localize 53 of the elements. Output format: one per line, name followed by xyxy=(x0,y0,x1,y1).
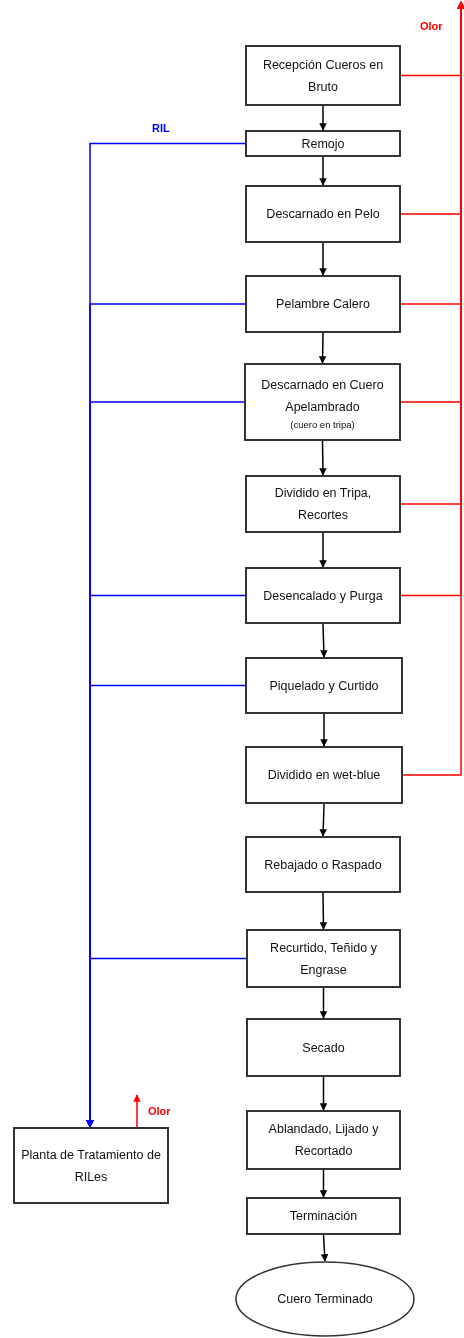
step-note: (cuero en tripa) xyxy=(290,417,355,431)
step-label: Recepción Cueros en Bruto xyxy=(261,56,385,96)
arrow xyxy=(319,440,327,476)
step-label: Pelambre Calero xyxy=(276,296,370,313)
process-box xyxy=(245,45,401,106)
terminal-ellipse xyxy=(235,1261,415,1337)
process-box xyxy=(245,746,403,804)
arrow xyxy=(320,623,328,658)
process-box xyxy=(245,130,401,157)
edge-label: RIL xyxy=(150,122,172,135)
step-label: Piquelado y Curtido xyxy=(269,677,379,695)
arrow xyxy=(319,987,328,1019)
process-box xyxy=(245,836,401,893)
step-label: Ablandado, Lijado y Recortado xyxy=(267,1121,380,1160)
process-box xyxy=(245,567,401,624)
process-box xyxy=(245,475,401,533)
process-box xyxy=(246,929,401,988)
arrow xyxy=(320,713,328,747)
arrow xyxy=(133,1094,141,1128)
edge-label: Olor xyxy=(418,20,445,33)
step-label: Desencalado y Purga xyxy=(263,587,383,605)
arrow xyxy=(319,1169,328,1198)
arrow xyxy=(319,105,327,131)
arrow xyxy=(320,1234,329,1262)
arrow xyxy=(319,892,328,930)
step-label: Cuero Terminado xyxy=(277,1291,373,1308)
step-label: Dividido en Tripa, Recortes xyxy=(273,485,373,524)
process-box xyxy=(245,275,401,333)
arrow xyxy=(86,957,247,1128)
step-label: Secado xyxy=(302,1039,345,1057)
arrow xyxy=(319,242,327,276)
step-label: Descarnado en Cuero Apelambrado xyxy=(260,376,385,416)
process-box xyxy=(246,1197,401,1235)
step-label: Planta de Tratamiento de RILes xyxy=(21,1146,161,1186)
process-box xyxy=(246,1110,401,1170)
step-label: Rebajado o Raspado xyxy=(264,856,382,874)
process-box xyxy=(245,185,401,243)
process-box xyxy=(246,1018,401,1077)
arrow xyxy=(319,156,327,186)
step-label: Dividido en wet-blue xyxy=(267,767,381,784)
process-box xyxy=(13,1127,169,1204)
step-label: Recurtido, Teñido y Engrase xyxy=(269,939,378,979)
edge-label: Olor xyxy=(146,1105,173,1118)
step-label: Remojo xyxy=(301,135,345,153)
arrow xyxy=(319,1076,328,1111)
arrow xyxy=(319,803,327,837)
arrow xyxy=(402,1,464,776)
process-box xyxy=(245,657,403,714)
step-label: Terminación xyxy=(289,1208,358,1225)
arrow xyxy=(319,532,327,568)
step-label: Descarnado en Pelo xyxy=(266,206,380,223)
process-box xyxy=(244,363,401,441)
arrow xyxy=(318,332,327,364)
